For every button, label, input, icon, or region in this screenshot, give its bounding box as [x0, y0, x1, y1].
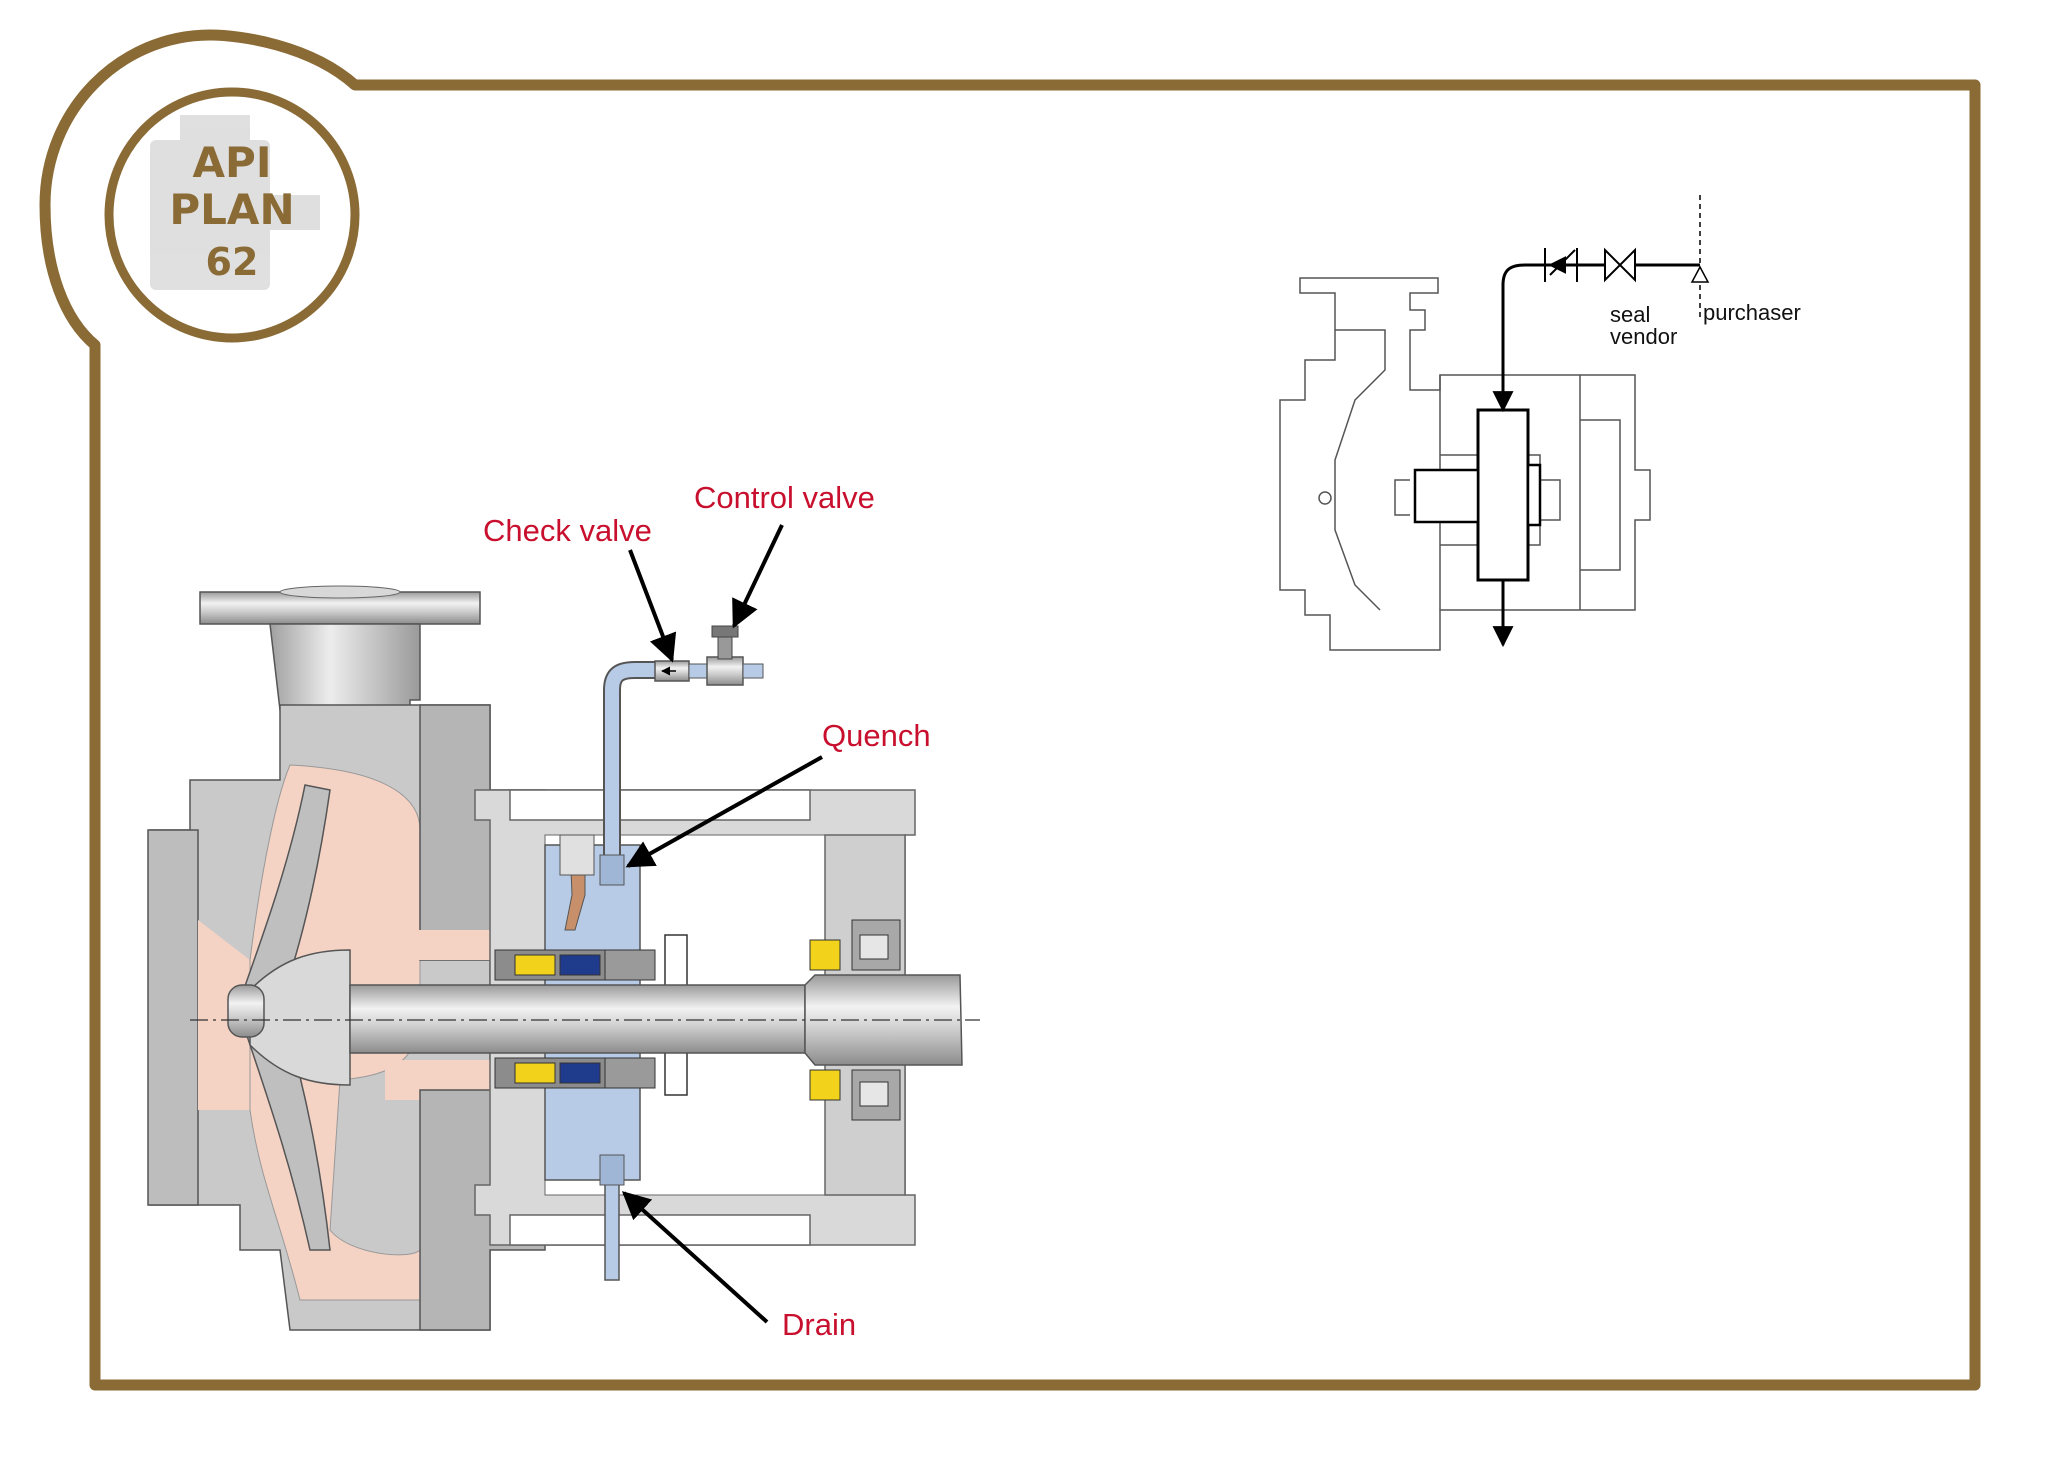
pump-cross-section: [147, 585, 980, 1331]
schematic-check-valve-icon: [1544, 248, 1578, 282]
gold-frame: [39, 29, 1981, 1391]
api-plan-badge: [104, 87, 360, 343]
check-valve-arrow: [628, 549, 677, 663]
check-valve-icon: [654, 660, 690, 682]
badge-pump-watermark-icon: [150, 115, 320, 290]
seal-vendor-label: seal vendor: [1610, 302, 1678, 349]
control-valve-icon: [706, 625, 744, 686]
purchaser-label: purchaser: [1703, 300, 1801, 325]
plan-schematic: [1279, 195, 1710, 651]
badge-line-api: API: [192, 138, 272, 187]
quench-arrow: [625, 755, 823, 868]
drain-arrow: [621, 1191, 769, 1324]
drain-label: Drain: [782, 1307, 857, 1342]
callout-arrows: [621, 524, 823, 1324]
schematic-control-valve-icon: [1604, 247, 1636, 283]
badge-line-plan: PLAN: [169, 185, 295, 234]
badge-line-number: 62: [205, 240, 259, 284]
control-valve-arrow: [732, 524, 784, 629]
check-valve-label: Check valve: [483, 513, 652, 548]
control-valve-label: Control valve: [694, 480, 875, 515]
quench-label: Quench: [822, 718, 931, 753]
